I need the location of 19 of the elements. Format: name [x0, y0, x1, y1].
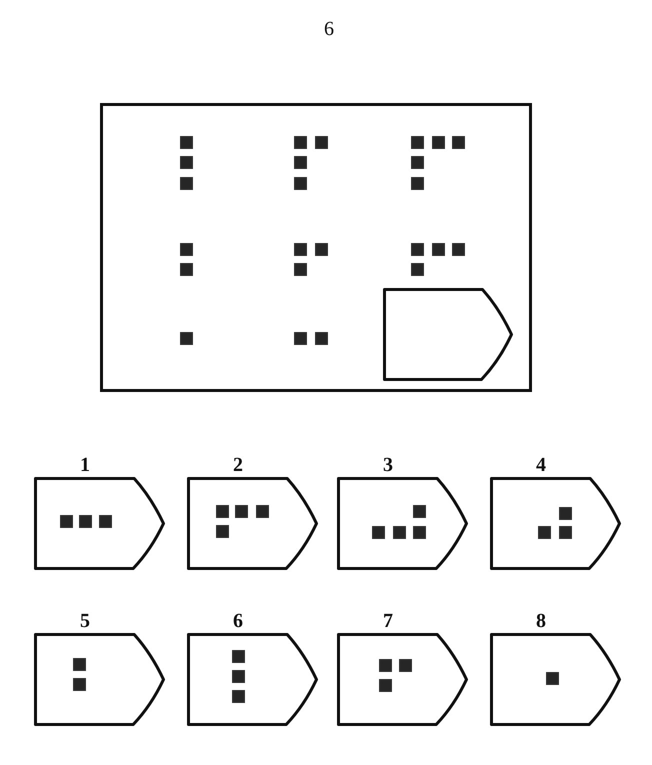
option-number: 6 [233, 611, 243, 631]
answer-option [34, 455, 165, 570]
answer-option [337, 611, 468, 726]
option-number: 7 [383, 611, 393, 631]
option-number: 3 [383, 455, 393, 475]
answer-option [337, 455, 468, 570]
answer-option [490, 455, 621, 570]
option-number: 5 [80, 611, 90, 631]
option-number: 4 [536, 455, 546, 475]
option-number: 2 [233, 455, 243, 475]
answer-option [187, 611, 318, 726]
answer-option [34, 611, 165, 726]
page-number: 6 [324, 18, 334, 40]
matrix-panel [100, 103, 532, 392]
option-number: 1 [80, 455, 90, 475]
option-number: 8 [536, 611, 546, 631]
answer-option [187, 455, 318, 570]
answer-slot [383, 288, 513, 381]
answer-option [490, 611, 621, 726]
